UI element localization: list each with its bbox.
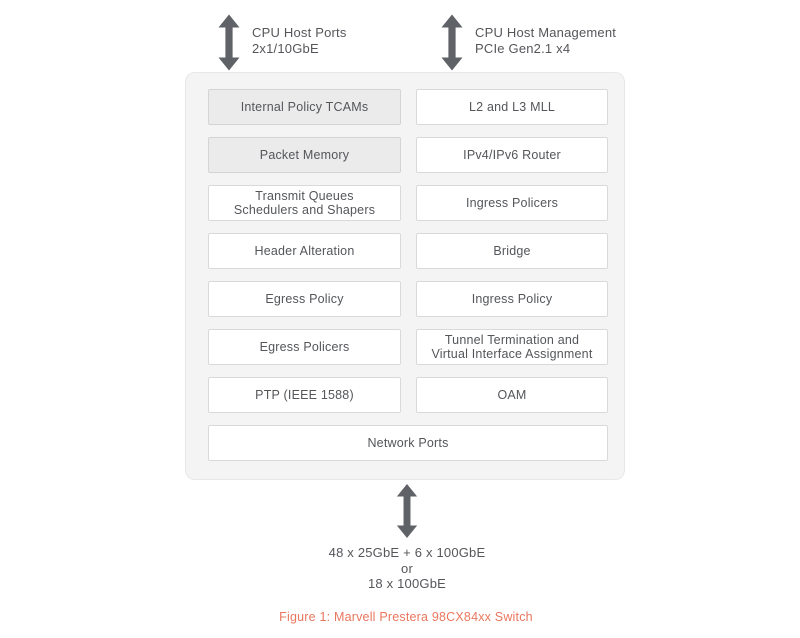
block-ipv4-ipv6-router: IPv4/IPv6 Router — [416, 137, 608, 173]
cpu-host-ports-arrow-icon — [218, 14, 240, 71]
cpu-host-management-label: CPU Host Management PCIe Gen2.1 x4 — [475, 25, 617, 56]
block-internal-policy-tcams: Internal Policy TCAMs — [208, 89, 401, 125]
block-l2-l3-mll: L2 and L3 MLL — [416, 89, 608, 125]
cpu-host-management-arrow-icon — [441, 14, 463, 71]
network-ports-speeds-label: 48 x 25GbE + 6 x 100GbE or 18 x 100GbE — [328, 545, 486, 591]
figure-caption: Figure 1: Marvell Prestera 98CX84xx Swit… — [279, 610, 533, 624]
block-egress-policy: Egress Policy — [208, 281, 401, 317]
block-transmit-queues: Transmit Queues Schedulers and Shapers — [208, 185, 401, 221]
block-packet-memory: Packet Memory — [208, 137, 401, 173]
block-ingress-policers: Ingress Policers — [416, 185, 608, 221]
block-ptp-ieee-1588: PTP (IEEE 1588) — [208, 377, 401, 413]
block-tunnel-termination: Tunnel Termination and Virtual Interface… — [416, 329, 608, 365]
switch-block-container: Internal Policy TCAMs L2 and L3 MLL Pack… — [185, 72, 625, 480]
cpu-host-ports-label: CPU Host Ports 2x1/10GbE — [252, 25, 347, 56]
block-header-alteration: Header Alteration — [208, 233, 401, 269]
block-ingress-policy: Ingress Policy — [416, 281, 608, 317]
block-network-ports: Network Ports — [208, 425, 608, 461]
block-oam: OAM — [416, 377, 608, 413]
block-egress-policers: Egress Policers — [208, 329, 401, 365]
network-ports-arrow-icon — [396, 484, 418, 538]
block-bridge: Bridge — [416, 233, 608, 269]
